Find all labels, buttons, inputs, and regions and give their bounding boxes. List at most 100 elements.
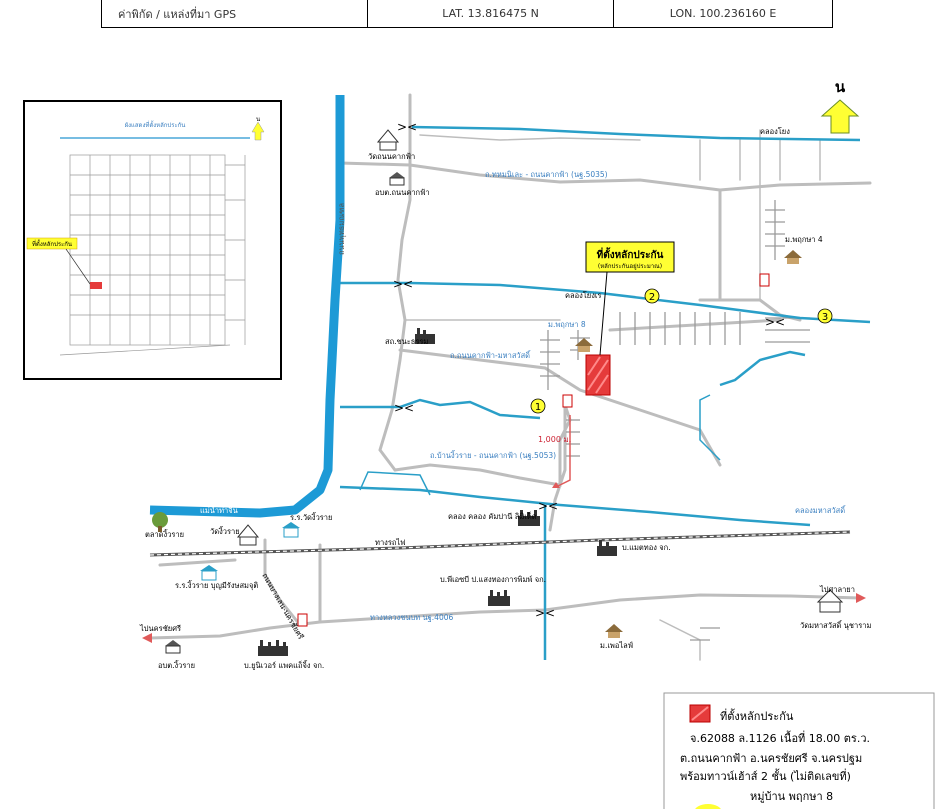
factory-icon-print [488,590,510,606]
inset-marker-label: ที่ตั้งหลักประกัน [32,238,72,248]
label-school-ngiw: ร.ร.วัดงิ้วราย [290,512,332,522]
road-top-minor [699,139,821,181]
legend-line3: พร้อมทาวน์เฮ้าส์ 2 ชั้น (ไม่ติดเลขที่) [680,768,851,783]
highway-4006 [148,593,862,640]
inset-map: ผังแสดงที่ตั้งหลักประกัน น [23,100,282,380]
arrow-right-icon [856,593,866,603]
canal-mahasawat [339,485,811,527]
label-factory-matthong: บ.แมตทอง จก. [622,543,671,552]
road-network [148,93,872,661]
temple-icon-top [376,129,400,151]
village-house-icon-maetai [605,624,623,638]
label-temple-ngiw: วัดงิ้วราย [210,526,240,536]
temple-icon-ngiw [236,524,260,546]
label-road-5035: ถ.ทหมนิเละ - ถนนคากฟ้า (นฐ.5035) [485,170,608,179]
circle-2-label: 2 [649,292,655,303]
inset-north-arrow [251,121,265,141]
label-canal-khong2: คลองโยงเร [565,291,601,300]
svg-text:><: >< [394,401,414,415]
label-road-mahasawat: ถ.ถนนคากฟ้า-มหาสวัสดิ์ [450,350,531,360]
circle-3-label: 3 [822,312,828,323]
label-river: แม่น้ำท่าจีน [200,505,238,515]
canal-middle [340,398,541,420]
road-5035 [338,161,872,192]
label-village-maetai: ม.เพอไลฟ์ [600,641,633,650]
label-canal-mahasawat: คลองมหาสวัสดิ์ [795,505,847,515]
main-collateral-marker: ที่ตั้งหลักประกัน (หลักประกันอยู่ประมาณ) [585,241,675,396]
svg-text:><: >< [397,120,417,134]
village-house-icon-pruksa4 [784,250,802,264]
river-tha-chin [149,95,345,518]
school-icon-ngiw [282,522,300,538]
label-village-pruk8: ม.พฤกษา 8 [548,320,586,329]
legend-box: ที่ตั้งหลักประกัน จ.62088 ล.1126 เนื้อที… [663,692,935,809]
map-labels: วัดถนนคากฟ้า อบต.ถนนคากฟ้า ถ.ทหมนิเละ - … [139,127,871,670]
circle-1-label: 1 [535,402,541,413]
market-icon [152,512,168,532]
label-road-vertical: ถนนพุทธมณฑล [337,203,346,255]
factory-icon-matthong [597,540,617,556]
circle-1 [530,398,546,414]
distance-label: 1,000 ม. [538,435,571,444]
road-school-link [158,558,237,567]
label-village-pruk4: ม.พฤกษา 4 [785,235,823,244]
legend-title: ที่ตั้งหลักประกัน [720,708,794,723]
circle-3 [817,308,833,324]
gps-lon: LON. 100.236160 E [613,0,832,27]
canal-khlong-yong-2 [340,281,871,324]
label-road-5053: ถ.บ้านงิ้วราย - ถนนคากฟ้า (นฐ.5053) [430,450,556,460]
circle-2 [644,288,660,304]
label-railway: ทางรถไฟ [375,538,405,547]
label-hospital: สถ.ชนะธรรม [385,337,428,346]
road-5053 [393,403,572,487]
label-factory-print: บ.พีเอซบี ป.แสงทองการพิมพ์ จก. [440,575,546,584]
direction-arrows [142,593,866,643]
label-school-ngiw2: ร.ร.งิ้วราย บุญมีรังษสมจุติ [175,580,258,590]
canal-network [339,125,871,660]
north-arrow: น [820,78,860,134]
legend-village-swatch [695,804,721,809]
store-icon-highway [297,613,308,627]
store-icon-right [759,273,770,287]
gps-lat: LAT. 13.816475 N [367,0,613,27]
village-house-icon-pruksa8 [575,338,593,352]
road-top-local [419,134,641,141]
inset-location-marker [90,282,102,289]
label-temple-right: วัดมหาสวัสดิ์ นุชาราม [800,620,871,630]
label-to-nakhon-chai-si: ไปนครชัยศรี [139,624,181,633]
arrow-left-icon [142,633,152,643]
village-streets [540,200,810,641]
canal-khlong-yong [411,125,861,142]
main-marker-title: ที่ตั้งหลักประกัน [597,247,664,261]
label-sao-ngiw: อบต.งิ้วราย [158,660,195,670]
svg-text:><: >< [765,315,785,329]
store-icon-village [562,394,573,408]
distance-indicator: 1,000 ม. [538,415,571,488]
canal-east-minor [699,394,721,461]
school-icon-ngiw2 [200,565,218,581]
gps-label: ค่าพิกัด / แหล่งที่มา GPS [118,7,237,21]
svg-text:><: >< [535,606,555,620]
inset-block-grid [59,154,246,356]
label-road-ratchapruek: ถนนบางเลน-นครชัยศรี [260,572,305,641]
gps-table: ค่าพิกัด / แหล่งที่มา GPS LAT. 13.816475… [101,0,833,28]
road-ratchapruek [263,538,302,627]
numbered-circles: 1 2 3 [530,288,833,414]
inset-north-label: น [256,116,260,123]
factory-icon-unilever [258,640,288,656]
government-building-icon-top [389,172,405,186]
map-icons [152,129,844,656]
label-canal-khong: คลองโยง [760,127,790,136]
canal-east [719,350,806,387]
canal-loop [359,471,431,496]
railway [149,530,851,557]
label-factory-unilever: บ.ยูนิเวอร์ แพคแถ็จิ้ง จก. [244,660,324,670]
north-label: น [835,78,846,96]
bridge-marks: >< >< >< >< >< >< [393,120,785,620]
svg-text:><: >< [538,499,558,513]
temple-icon-right [816,589,844,613]
government-building-icon-ngiw [165,640,181,654]
factory-icon-hospital [415,328,435,344]
legend-line2: ต.ถนนคากฟ้า อ.นครชัยศรี จ.นครปฐม [680,752,862,765]
inset-title: ผังแสดงที่ตั้งหลักประกัน [125,119,186,129]
